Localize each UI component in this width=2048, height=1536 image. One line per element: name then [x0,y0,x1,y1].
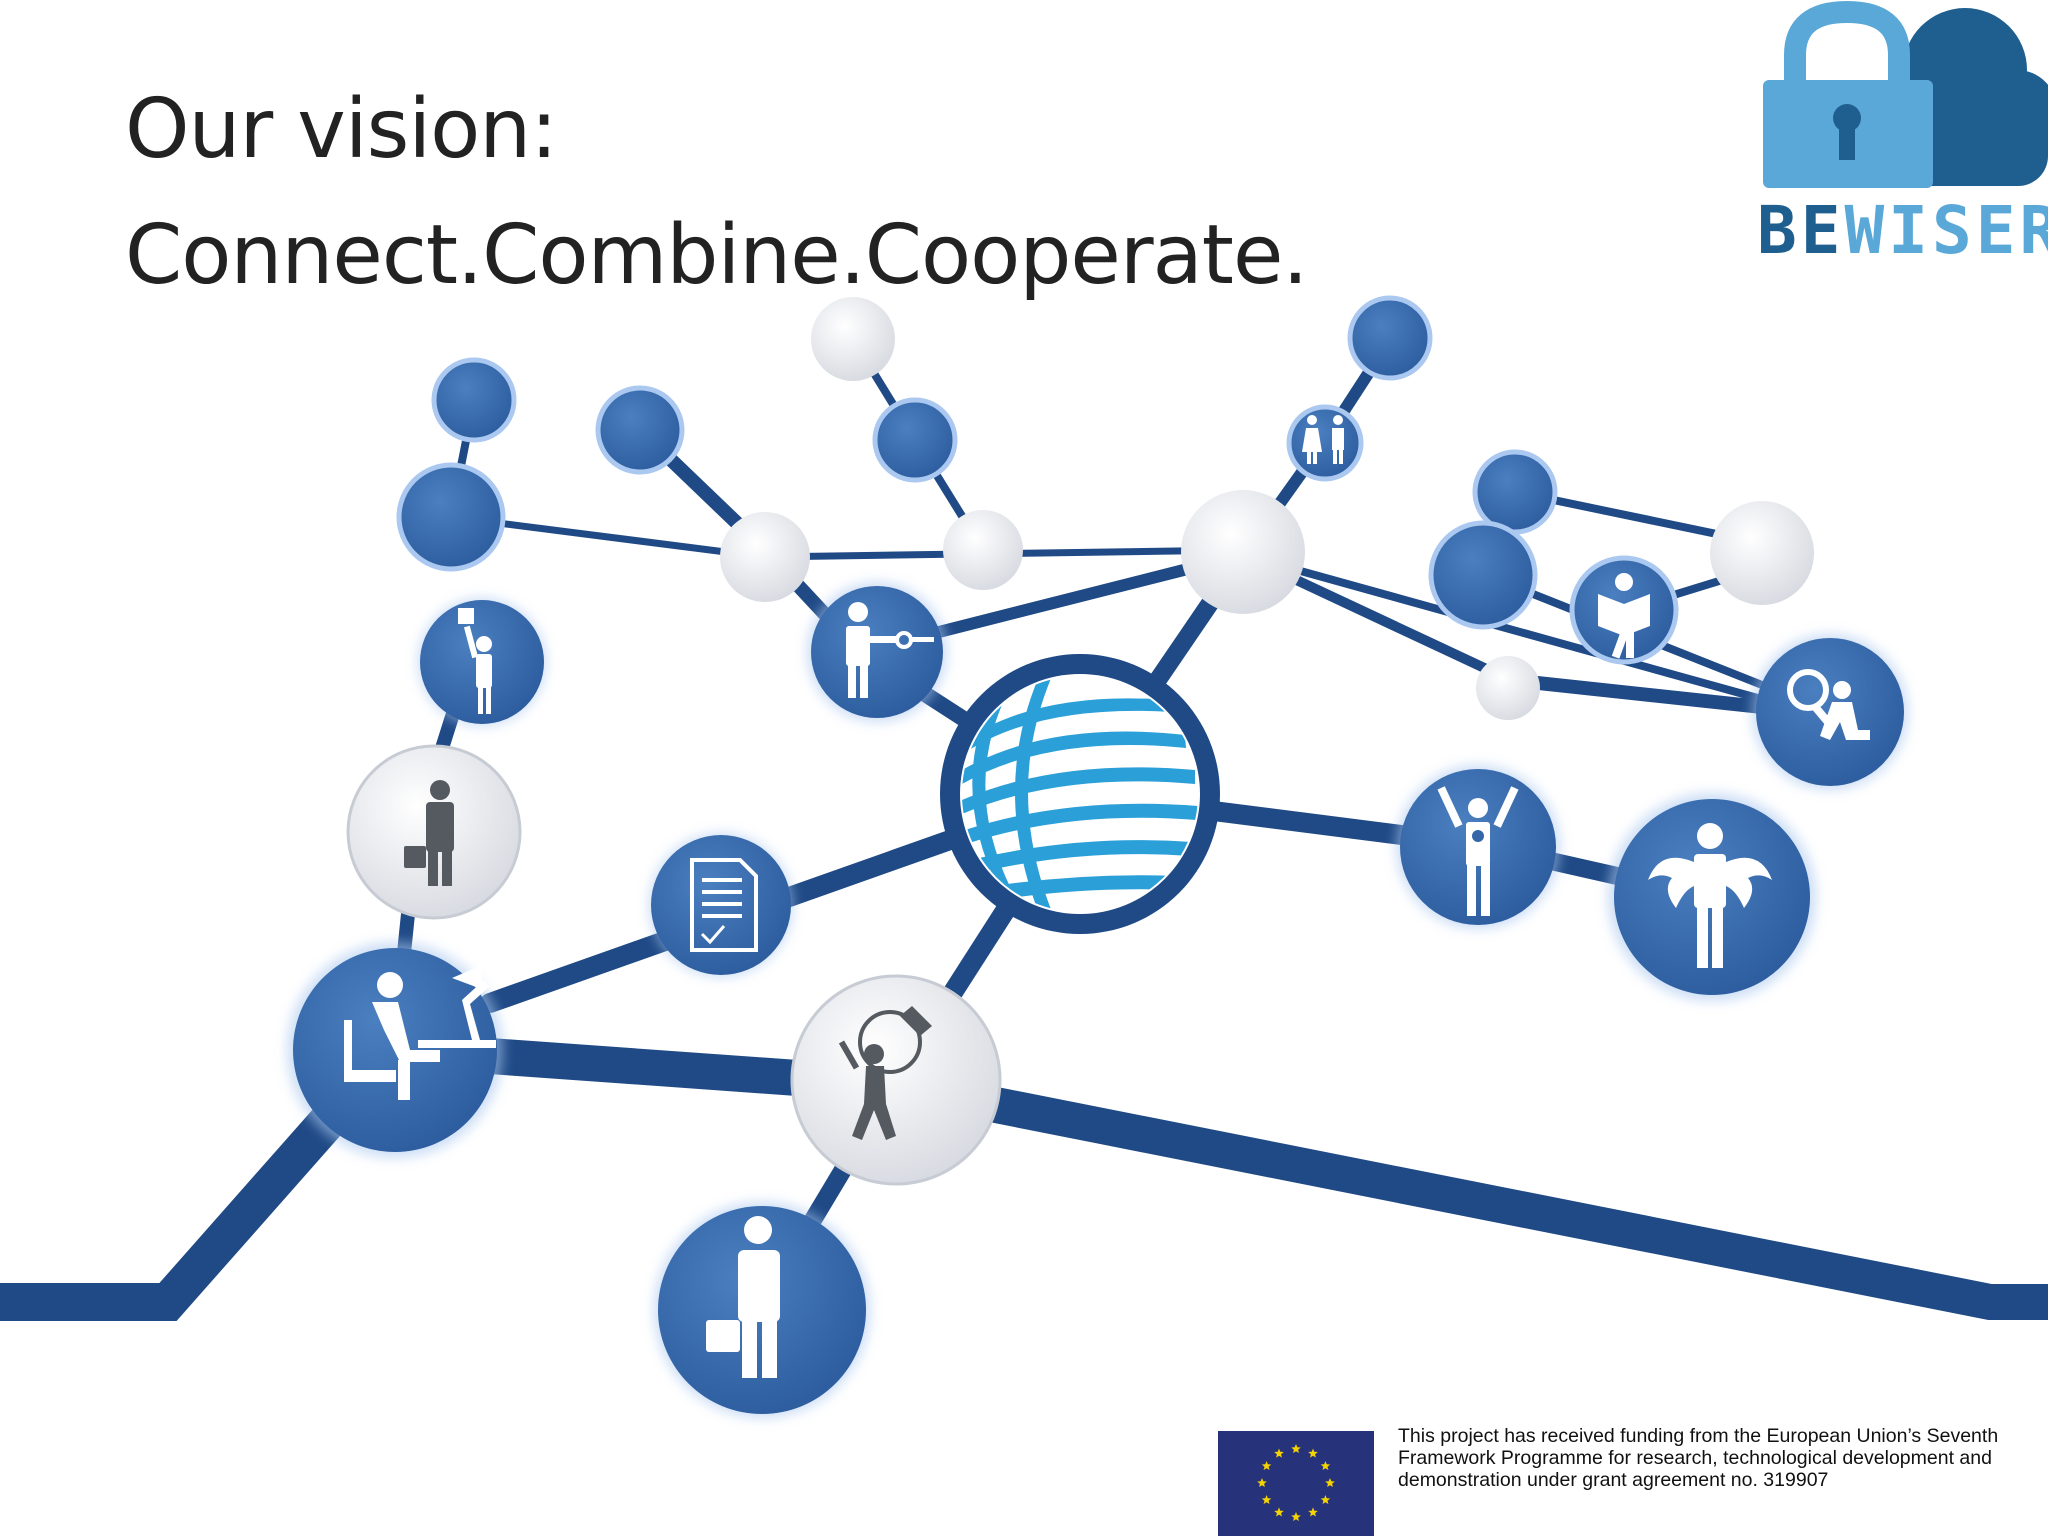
eu-star [1325,1478,1335,1487]
page-title-line-1: Our vision: [125,82,558,177]
person-medal-icon [1396,765,1560,929]
bewiser-logo [1763,0,2048,188]
document-checkmark-icon [649,833,793,977]
eu-star [1320,1495,1331,1504]
logo-wordmark-be: BE [1757,192,1845,269]
reader-icon [1569,555,1679,665]
globe-icon [940,654,1220,934]
logo-wordmark-wiser: WISER [1844,192,2048,269]
eu-star [1308,1448,1318,1458]
funding-notice: This project has received funding from t… [1398,1425,1999,1491]
eu-star [1274,1507,1284,1517]
eu-star [1320,1461,1331,1470]
angel-icon [1608,793,1816,1001]
eu-star [1291,1512,1301,1521]
eu-star [1308,1507,1318,1517]
person-magnifier-icon [1752,634,1908,790]
padlock-icon [1763,0,1933,188]
businessman-briefcase-icon [654,1202,870,1418]
eu-star [1257,1478,1267,1487]
plain-nodes [396,295,1814,720]
eu-star [1261,1495,1272,1504]
climber-lightbulb-icon [790,974,1002,1186]
eu-star [1261,1461,1272,1470]
couple-icon [1286,404,1364,482]
eu-flag-icon [1218,1431,1374,1536]
eu-star [1274,1448,1284,1458]
businessman-grey-icon [346,744,522,920]
man-with-key-icon [807,582,947,722]
eu-star [1291,1444,1301,1453]
logo-wordmark: BEWISER [1757,192,2048,269]
person-at-desk-icon [287,942,503,1158]
page-title-line-2: Connect.Combine.Cooperate. [125,208,1308,303]
cloud-icon [1895,8,2048,186]
hand-holding-puzzle-icon [418,598,546,726]
